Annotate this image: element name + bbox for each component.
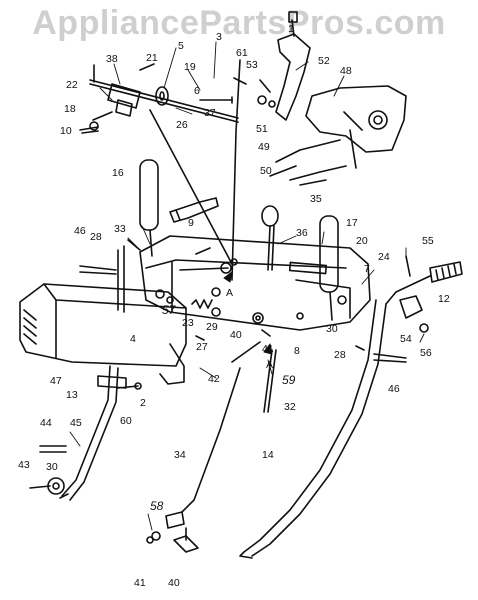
callout-p53: 53	[246, 59, 258, 71]
handle-upper-right	[319, 215, 339, 321]
callout-p47: 47	[50, 375, 62, 387]
callout-p46a: 46	[74, 225, 86, 237]
callout-p35: 35	[310, 193, 322, 205]
callout-p43: 43	[18, 459, 30, 471]
callout-p60: 60	[120, 415, 132, 427]
callout-p56: 56	[420, 347, 432, 359]
callout-p32: 32	[284, 401, 296, 413]
callout-p22: 22	[66, 79, 78, 91]
callout-p10: 10	[60, 125, 72, 137]
callout-p37: 37	[204, 107, 216, 119]
callout-p4: 4	[130, 333, 136, 345]
callout-p50: 50	[260, 165, 272, 177]
callout-p41b: 41	[134, 577, 146, 589]
callout-p51: 51	[256, 123, 268, 135]
bolt-46-left	[79, 265, 117, 275]
callout-p41a: 41	[262, 343, 274, 355]
bolts-right	[355, 323, 429, 363]
callout-p58: 58	[150, 499, 164, 513]
callout-p38: 38	[106, 53, 118, 65]
callout-p26: 26	[176, 119, 188, 131]
callout-p18: 18	[64, 103, 76, 115]
callout-p27: 27	[196, 341, 208, 353]
callout-p14: 14	[262, 449, 274, 461]
shift-lever	[261, 205, 279, 271]
callout-p20: 20	[356, 235, 368, 247]
callout-p46b: 46	[388, 383, 400, 395]
handle-upper-left	[139, 159, 219, 257]
callout-p45: 45	[70, 417, 82, 429]
callout-p6: 6	[194, 85, 200, 97]
callout-p13: 13	[66, 389, 78, 401]
callout-p34: 34	[174, 449, 186, 461]
upper-bracket-assembly	[233, 11, 407, 169]
callout-p5: 5	[178, 40, 184, 52]
callout-p24: 24	[378, 251, 390, 263]
callout-pA2: A	[266, 359, 273, 371]
callout-p21: 21	[146, 52, 158, 64]
callout-p30a: 30	[326, 323, 338, 335]
callout-p8: 8	[294, 345, 300, 357]
callout-p33: 33	[114, 223, 126, 235]
callout-p23: 23	[182, 317, 194, 329]
callout-p55: 55	[422, 235, 434, 247]
control-cables	[149, 59, 347, 281]
dash-housing	[19, 283, 187, 385]
callout-p1: 1	[288, 23, 294, 35]
callout-p3: 3	[216, 31, 222, 43]
callout-p42: 42	[208, 373, 220, 385]
callout-p28b: 28	[334, 349, 346, 361]
callout-p12: 12	[438, 293, 450, 305]
callout-p49: 49	[258, 141, 270, 153]
callout-p57: 57	[162, 303, 177, 317]
callout-p61: 61	[236, 47, 248, 59]
callout-p17: 17	[346, 217, 358, 229]
callout-p54: 54	[400, 333, 412, 345]
callout-p40b: 40	[168, 577, 180, 589]
callout-p19: 19	[184, 61, 196, 73]
callout-pA1: A	[226, 287, 233, 299]
handle-13	[29, 365, 142, 501]
spring-hardware	[191, 299, 271, 341]
linkage-rod-assembly	[79, 63, 239, 134]
callout-p7: 7	[364, 263, 370, 275]
reference-arrows	[223, 271, 273, 355]
callout-p48: 48	[340, 65, 352, 77]
handle-14	[239, 299, 387, 559]
watermark: AppliancePartsPros.com	[32, 4, 446, 42]
callout-p2: 2	[140, 397, 146, 409]
callout-p36: 36	[296, 227, 308, 239]
callout-p16: 16	[112, 167, 124, 179]
shift-rod	[231, 341, 277, 413]
leader-lines	[69, 41, 425, 531]
callout-p44: 44	[40, 417, 52, 429]
callout-p29: 29	[206, 321, 218, 333]
callout-p30b: 30	[46, 461, 58, 473]
callout-p40a: 40	[230, 329, 242, 341]
grip-12	[385, 255, 463, 319]
callout-p52: 52	[318, 55, 330, 67]
callout-p28a: 28	[90, 231, 102, 243]
callout-p59: 59	[282, 373, 296, 387]
callout-p9: 9	[188, 217, 194, 229]
rod-34	[146, 367, 241, 553]
